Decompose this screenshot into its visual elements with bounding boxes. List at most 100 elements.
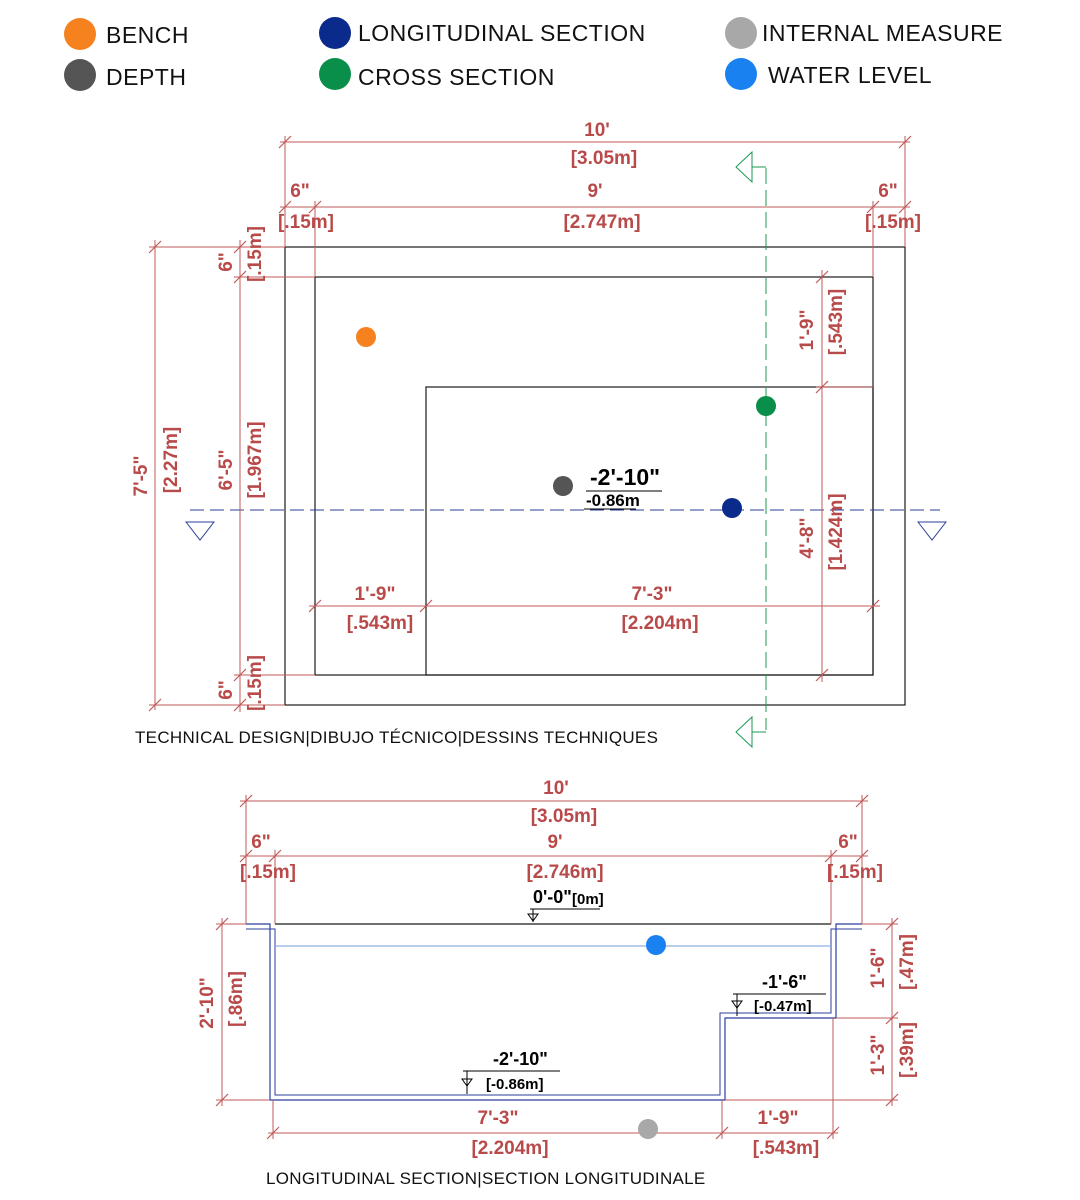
- plan-overall-width-metric: [3.05m]: [571, 148, 638, 169]
- legend: BENCH DEPTH LONGITUDINAL SECTION CROSS S…: [64, 17, 1003, 91]
- section-overall-width-label: 10': [543, 778, 569, 799]
- plan-wall-bottom-label: 6": [216, 680, 237, 700]
- plan-deep-area: [425, 386, 874, 676]
- sec-tick-bottom-3: [826, 1126, 840, 1140]
- tick-length-bottom: [148, 698, 162, 712]
- section-view: 10' [3.05m] 6" [.15m] 9' [2.746m] 6" [.1…: [197, 778, 918, 1188]
- section-bench-level-metric: [-0.47m]: [754, 998, 812, 1015]
- section-floor-level-metric: [-0.86m]: [486, 1076, 544, 1093]
- section-floor-level-arrow: [461, 1078, 473, 1087]
- plan-depth-metric: -0.86m: [586, 491, 640, 510]
- plan-depth-level: -2'-10": [590, 464, 660, 490]
- section-bench-upper-metric: [.47m]: [897, 934, 918, 990]
- tick-inner-1: [278, 200, 292, 214]
- plan-bench-depth-label: 1'-9": [797, 310, 818, 351]
- section-overall-width-metric: [3.05m]: [531, 806, 598, 827]
- plan-inner-width-metric: [2.747m]: [563, 212, 640, 233]
- section-bench-lower-metric: [.39m]: [897, 1022, 918, 1078]
- tick-overall-left: [278, 135, 292, 149]
- plan-overall-length-label: 7'-5": [131, 456, 152, 497]
- sec-tick-depth-top: [215, 917, 229, 931]
- section-floor-level: -2'-10": [493, 1049, 548, 1069]
- tick-bottom-2: [419, 599, 433, 613]
- plan-deep-length-label: 4'-8": [797, 518, 818, 559]
- section-wall-right-metric: [.15m]: [827, 862, 883, 883]
- legend-marker-longitudinal-section: [319, 17, 351, 49]
- cross-section-marker: [756, 396, 776, 416]
- sec-tick-bench-2: [885, 1011, 899, 1025]
- cross-cut-arrow-bottom: [735, 715, 753, 749]
- section-inner-width-label: 9': [547, 832, 562, 853]
- sec-tick-bench-1: [885, 917, 899, 931]
- plan-inner-length-label: 6'-5": [216, 450, 237, 491]
- tick-bottom-3: [866, 599, 880, 613]
- plan-inner-length-metric: [1.967m]: [245, 421, 266, 498]
- tick-innerlen-4: [233, 698, 247, 712]
- tick-overall-right: [898, 135, 912, 149]
- section-caption: LONGITUDINAL SECTION|SECTION LONGITUDINA…: [266, 1169, 706, 1188]
- plan-wall-right-metric: [.15m]: [865, 212, 921, 233]
- section-top-level: 0'-0": [533, 887, 572, 907]
- legend-label-water-level: WATER LEVEL: [768, 62, 932, 88]
- tick-length-top: [148, 240, 162, 254]
- section-top-level-metric: [0m]: [572, 891, 604, 908]
- legend-marker-internal-measure: [725, 17, 757, 49]
- plan-wall-right-label: 6": [878, 181, 898, 202]
- tick-inner-3: [866, 200, 880, 214]
- section-wall-left-metric: [.15m]: [240, 862, 296, 883]
- plan-wall-left-label: 6": [290, 181, 310, 202]
- legend-label-internal-measure: INTERNAL MEASURE: [762, 20, 1003, 46]
- tick-bottom-1: [308, 599, 322, 613]
- tick-innerlen-2: [233, 270, 247, 284]
- internal-measure-marker: [638, 1119, 658, 1139]
- tick-innerlen-1: [233, 240, 247, 254]
- tick-innerlen-3: [233, 668, 247, 682]
- sec-tick-inner-4: [855, 849, 869, 863]
- sec-tick-depth-bottom: [215, 1093, 229, 1107]
- section-deep-width-metric: [2.204m]: [471, 1138, 548, 1159]
- sec-tick-inner-3: [824, 849, 838, 863]
- sec-tick-inner-2: [268, 849, 282, 863]
- plan-wall-left-metric: [.15m]: [278, 212, 334, 233]
- section-deep-width-label: 7'-3": [478, 1108, 519, 1129]
- legend-marker-water-level: [725, 58, 757, 90]
- section-bench-width-metric: [.543m]: [753, 1138, 820, 1159]
- tick-inner-4: [898, 200, 912, 214]
- sec-tick-bottom-2: [715, 1126, 729, 1140]
- tick-right-2: [815, 380, 829, 394]
- plan-deep-width-label: 7'-3": [632, 584, 673, 605]
- section-bench-level: -1'-6": [762, 972, 807, 992]
- section-pool-profile-outer: [246, 923, 862, 1101]
- tick-right-1: [815, 270, 829, 284]
- section-bench-level-arrow: [731, 1000, 743, 1009]
- section-total-depth-metric: [.86m]: [226, 971, 247, 1027]
- tick-right-3: [815, 668, 829, 682]
- section-bench-lower-label: 1'-3": [868, 1035, 889, 1076]
- tick-inner-2: [308, 200, 322, 214]
- section-pool-profile-inner: [246, 928, 862, 1096]
- plan-deep-length-metric: [1.424m]: [826, 493, 847, 570]
- plan-view: 10' [3.05m] 6" [.15m] 9' [2.747m] 6" [.1…: [131, 120, 948, 749]
- section-bench-width-label: 1'-9": [758, 1108, 799, 1129]
- sec-tick-overall-left: [239, 794, 253, 808]
- legend-label-depth: DEPTH: [106, 64, 186, 90]
- plan-bench-width-metric: [.543m]: [347, 613, 414, 634]
- section-top-level-arrow: [527, 913, 539, 922]
- plan-wall-top-label: 6": [216, 252, 237, 272]
- plan-deep-width-metric: [2.204m]: [621, 613, 698, 634]
- depth-marker: [553, 476, 573, 496]
- plan-overall-width-label: 10': [584, 120, 610, 141]
- legend-label-longitudinal-section: LONGITUDINAL SECTION: [358, 20, 646, 46]
- cross-cut-arrow-top: [735, 150, 753, 184]
- plan-outer-wall: [284, 246, 906, 706]
- legend-marker-cross-section: [319, 58, 351, 90]
- sec-tick-inner-1: [239, 849, 253, 863]
- legend-marker-depth: [64, 59, 96, 91]
- plan-bench-depth-metric: [.543m]: [826, 289, 847, 356]
- plan-caption: TECHNICAL DESIGN|DIBUJO TÉCNICO|DESSINS …: [135, 728, 658, 747]
- sec-tick-bottom-1: [266, 1126, 280, 1140]
- section-inner-width-metric: [2.746m]: [526, 862, 603, 883]
- plan-inner-width-label: 9': [587, 181, 602, 202]
- legend-label-bench: BENCH: [106, 22, 189, 48]
